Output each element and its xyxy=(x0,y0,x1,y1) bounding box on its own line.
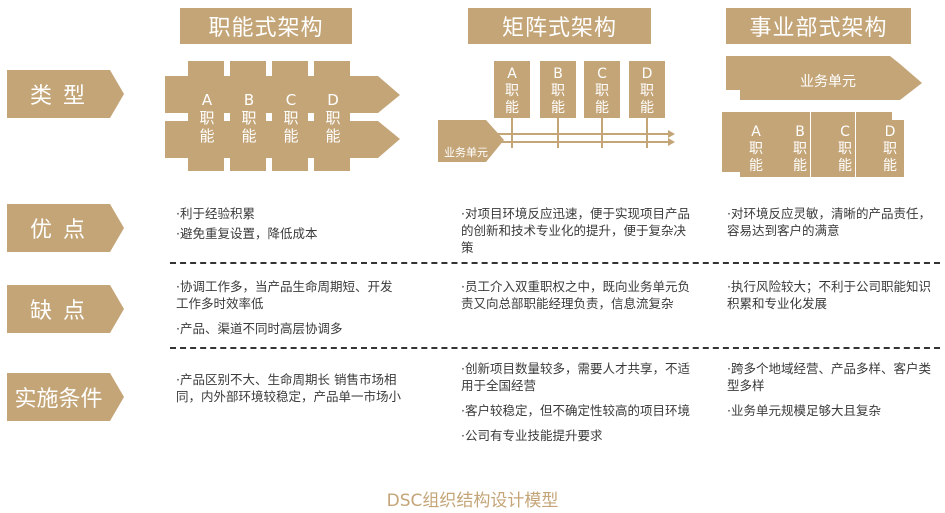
row-label-text: 实施条件 xyxy=(14,387,103,412)
functional-cons: ·协调工作多，当产品生命周期短、开发工作多时效率低 ·产品、渠道不同时高层协调多 xyxy=(176,278,401,345)
matrix-conditions: ·创新项目数量较多，需要人才共享，不适用于全国经营 ·客户较稳定，但不确定性较高… xyxy=(461,360,697,452)
matrix-pros: ·对项目环境反应迅速，便于实现项目产品的创新和技术专业化的提升，便于复杂决策 xyxy=(461,205,697,264)
con-item: ·协调工作多，当产品生命周期短、开发工作多时效率低 xyxy=(176,279,393,311)
function-letter: C xyxy=(286,91,296,109)
arrow-tag-shape xyxy=(7,373,124,421)
svg-text:能: 能 xyxy=(749,158,763,174)
function-label: 职 xyxy=(640,83,654,99)
row-label-conditions: 实施条件 xyxy=(7,373,124,421)
arrow-tag-shape xyxy=(7,70,124,118)
svg-text:能: 能 xyxy=(640,100,654,116)
function-letter: A xyxy=(751,124,761,140)
row-label-text: 优 点 xyxy=(30,218,87,243)
matrix-structure-diagram: A职能 B职能 C职能 D职能 业务单元 xyxy=(438,61,675,162)
row-label-text: 类 型 xyxy=(30,84,87,109)
row-label-text: 缺 点 xyxy=(30,299,87,324)
functional-pros: ·利于经验积累 ·避免重复设置，降低成本 xyxy=(176,205,406,250)
pro-item: ·利于经验积累 xyxy=(176,206,255,221)
function-label: 职 xyxy=(793,141,807,157)
pro-item: ·避免重复设置，降低成本 xyxy=(176,226,318,241)
function-letter: B xyxy=(795,124,805,140)
function-letter: B xyxy=(553,66,563,82)
condition-item: ·跨多个地域经营、产品多样、客户类型多样 xyxy=(727,361,931,393)
function-label-2: 能 xyxy=(325,127,340,145)
svg-text:能: 能 xyxy=(838,158,852,174)
function-letter: B xyxy=(244,91,254,109)
arrow-tag-shape xyxy=(7,204,124,252)
function-label-2: 能 xyxy=(283,127,298,145)
con-item: ·执行风险较大；不利于公司职能知识积累和专业化发展 xyxy=(727,279,931,311)
condition-item: ·创新项目数量较多，需要人才共享，不适用于全国经营 xyxy=(461,361,690,393)
function-label: 职 xyxy=(883,141,897,157)
function-letter: A xyxy=(507,66,517,82)
function-letter: D xyxy=(885,124,896,140)
function-label-2: 能 xyxy=(199,127,214,145)
functional-conditions: ·产品区别不大、生命周期长 销售市场相同，内外部环境较稳定，产品单一市场小 xyxy=(176,371,406,413)
condition-item: ·业务单元规模足够大且复杂 xyxy=(727,403,881,418)
function-letter: C xyxy=(840,124,850,140)
function-label: 职 xyxy=(505,83,519,99)
row-divider xyxy=(170,347,940,349)
business-unit-label: 业务单元 xyxy=(444,146,488,159)
function-label: 职 xyxy=(749,141,763,157)
con-item: ·产品、渠道不同时高层协调多 xyxy=(176,321,343,336)
functional-structure-diagram: A职能 B职能 C职能 D职能 xyxy=(165,61,400,171)
svg-text:能: 能 xyxy=(883,158,897,174)
diagram-caption: DSC组织结构设计模型 xyxy=(386,491,559,511)
divisional-pros: ·对环境反应灵敏，清晰的产品责任，容易达到客户的满意 xyxy=(727,205,937,247)
header-divisional: 事业部式架构 xyxy=(726,8,911,44)
svg-text:能: 能 xyxy=(595,100,609,116)
function-label: 职 xyxy=(595,83,609,99)
condition-item: ·产品区别不大、生命周期长 销售市场相同，内外部环境较稳定，产品单一市场小 xyxy=(176,372,402,404)
pro-item: ·对项目环境反应迅速，便于实现项目产品的创新和技术专业化的提升，便于复杂决策 xyxy=(461,206,690,255)
row-divider xyxy=(170,262,940,264)
arrow-tag-shape xyxy=(7,285,124,333)
condition-item: ·客户较稳定，但不确定性较高的项目环境 xyxy=(461,403,690,418)
function-label: 职 xyxy=(838,141,852,157)
header-matrix: 矩阵式架构 xyxy=(468,8,651,44)
function-letter: D xyxy=(327,91,339,109)
header-functional: 职能式架构 xyxy=(180,8,352,44)
function-label: 职 xyxy=(283,109,298,127)
con-item: ·员工介入双重职权之中，既向业务单元负责又向总部职能经理负责，信息流复杂 xyxy=(461,279,690,311)
function-letter: C xyxy=(597,66,607,82)
row-label-type: 类 型 xyxy=(7,70,124,118)
divisional-conditions: ·跨多个地域经营、产品多样、客户类型多样 ·业务单元规模足够大且复杂 xyxy=(727,360,937,427)
function-label-2: 能 xyxy=(241,127,256,145)
function-label: 职 xyxy=(241,109,256,127)
business-unit-label: 业务单元 xyxy=(800,74,856,90)
condition-item: ·公司有专业技能提升要求 xyxy=(461,428,603,443)
matrix-cons: ·员工介入双重职权之中，既向业务单元负责又向总部职能经理负责，信息流复杂 xyxy=(461,278,697,320)
function-letter: D xyxy=(642,66,653,82)
svg-text:能: 能 xyxy=(551,100,565,116)
divisional-structure-diagram: 业务单元 A职能 B职能 C职能 D职能 xyxy=(722,56,922,177)
divisional-cons: ·执行风险较大；不利于公司职能知识积累和专业化发展 xyxy=(727,278,937,320)
function-label: 职 xyxy=(325,109,340,127)
svg-text:能: 能 xyxy=(505,100,519,116)
row-label-pros: 优 点 xyxy=(7,204,124,252)
function-label: 职 xyxy=(199,109,214,127)
row-label-cons: 缺 点 xyxy=(7,285,124,333)
function-letter: A xyxy=(202,91,213,109)
pro-item: ·对环境反应灵敏，清晰的产品责任，容易达到客户的满意 xyxy=(727,206,931,238)
function-label: 职 xyxy=(551,83,565,99)
svg-text:能: 能 xyxy=(793,158,807,174)
